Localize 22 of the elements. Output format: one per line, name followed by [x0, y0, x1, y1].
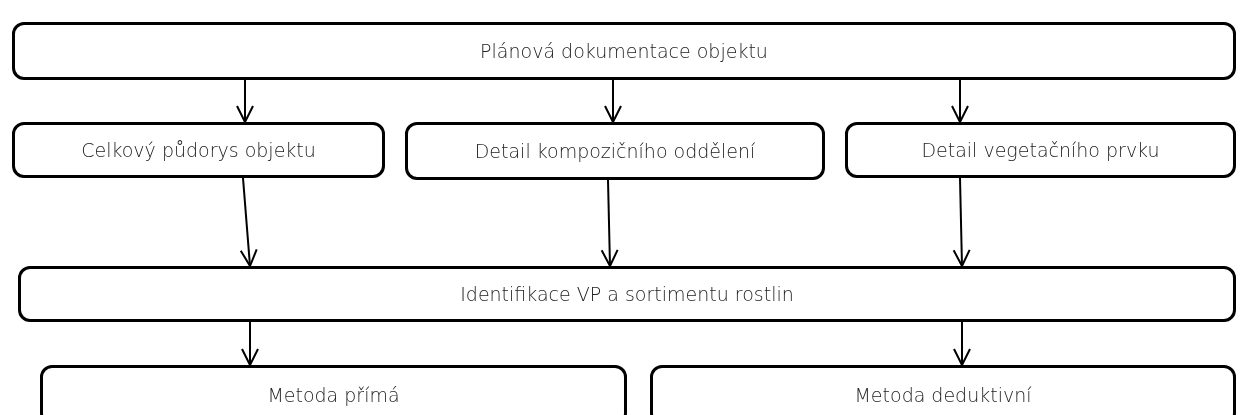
box-label: Metoda přímá: [267, 384, 400, 406]
process-box: [12, 22, 1236, 80]
process-box: [405, 122, 825, 180]
arrow: [951, 79, 969, 123]
box-label: Detail vegetačního prvku: [921, 139, 1160, 161]
box-label: Plánová dokumentace objektu: [480, 40, 768, 62]
arrow: [600, 179, 619, 267]
box-label: Metoda deduktivní: [854, 384, 1032, 406]
arrow: [236, 79, 254, 123]
box-label: Detail kompozičního oddělení: [474, 140, 756, 162]
process-box: [650, 365, 1236, 415]
box-label: Celkový půdorys objektu: [81, 139, 316, 161]
arrow: [604, 79, 622, 123]
process-box: [12, 122, 385, 178]
process-box: [18, 266, 1236, 322]
process-box: [40, 365, 627, 415]
arrow: [952, 177, 971, 267]
box-label: Identifikace VP a sortimentu rostlin: [460, 283, 794, 305]
arrow: [241, 321, 259, 366]
arrow: [953, 321, 971, 366]
arrow: [239, 177, 258, 267]
process-box: [845, 122, 1236, 178]
